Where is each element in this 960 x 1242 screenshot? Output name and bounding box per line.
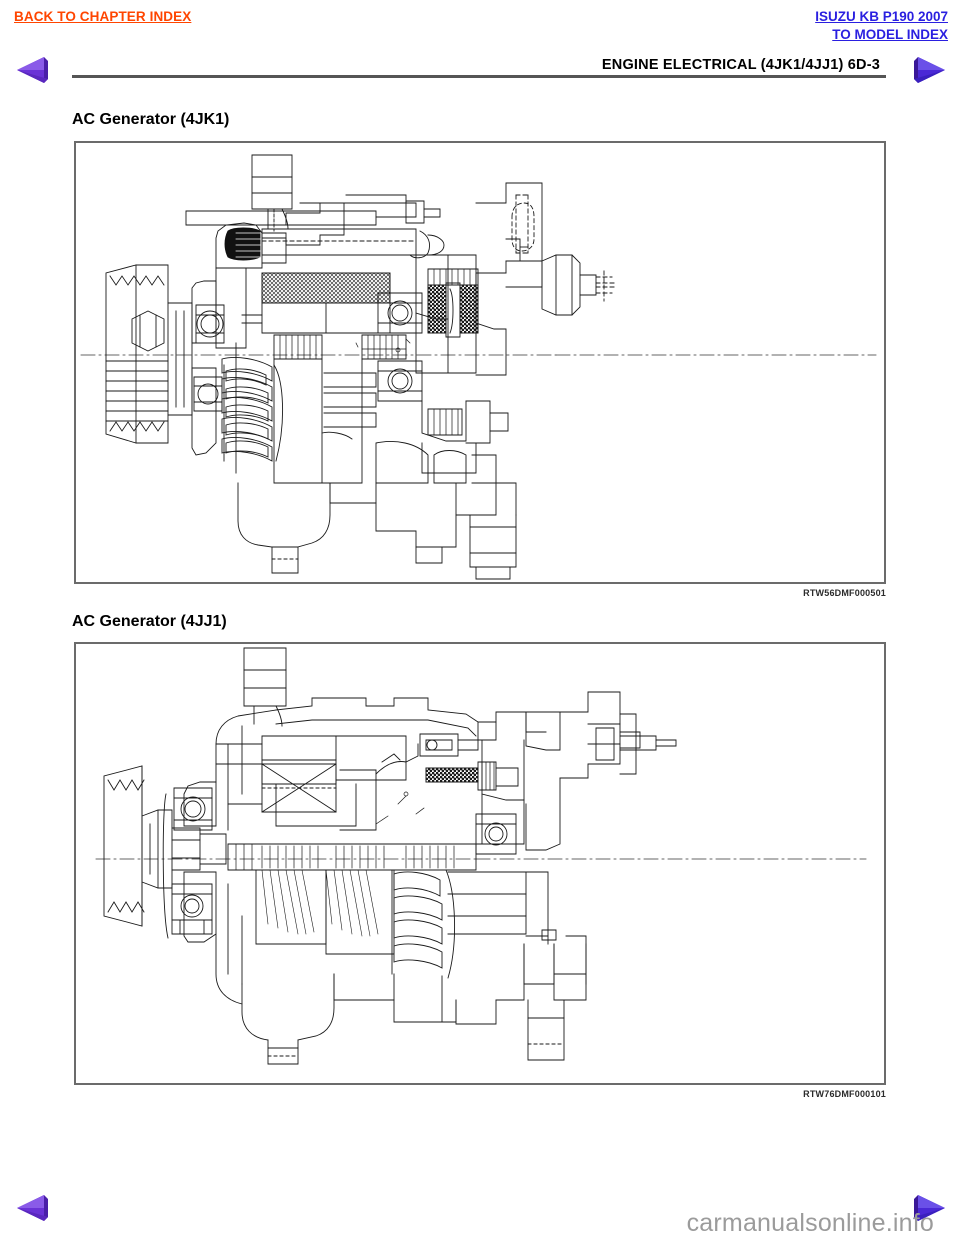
previous-page-button-top[interactable] (14, 54, 54, 86)
model-index-nav-block: ISUZU KB P190 2007 TO MODEL INDEX (815, 8, 948, 44)
model-name-link[interactable]: ISUZU KB P190 2007 (815, 9, 948, 24)
header-divider-rule (72, 75, 886, 78)
ac-generator-4jj1-cutaway-diagram (74, 642, 886, 1085)
figure-caption-ac-generator-4jj1: RTW76DMF000101 (803, 1089, 886, 1099)
next-page-button-bottom[interactable] (908, 1192, 948, 1224)
previous-page-button-bottom[interactable] (14, 1192, 54, 1224)
triangle-right-icon (908, 1192, 948, 1224)
triangle-left-icon (14, 54, 54, 86)
section-heading-ac-generator-4jj1: AC Generator (4JJ1) (72, 613, 227, 630)
section-heading-ac-generator-4jk1: AC Generator (4JK1) (72, 111, 230, 128)
site-watermark: carmanualsonline.info (686, 1209, 934, 1237)
back-to-chapter-index-link[interactable]: BACK TO CHAPTER INDEX (14, 9, 192, 24)
to-model-index-link[interactable]: TO MODEL INDEX (832, 27, 948, 43)
next-page-button-top[interactable] (908, 54, 948, 86)
triangle-right-icon (908, 54, 948, 86)
ac-generator-4jk1-cutaway-diagram (74, 141, 886, 584)
figure-caption-ac-generator-4jk1: RTW56DMF000501 (803, 588, 886, 598)
triangle-left-icon (14, 1192, 54, 1224)
page-title: ENGINE ELECTRICAL (4JK1/4JJ1) 6D-3 (601, 57, 880, 73)
